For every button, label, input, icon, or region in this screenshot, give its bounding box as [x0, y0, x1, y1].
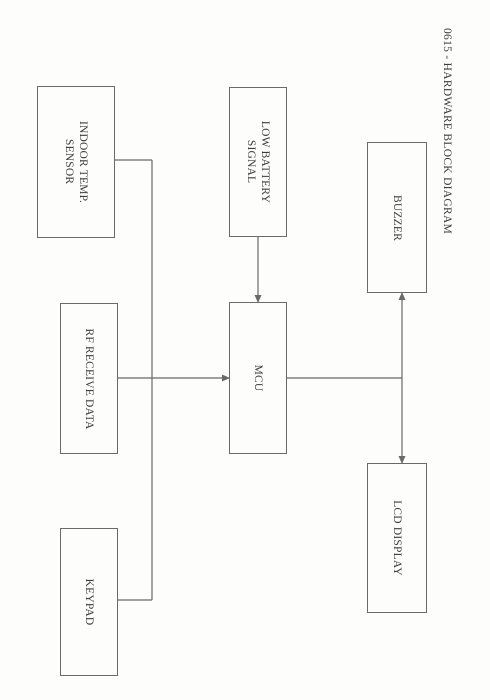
rf-receive-data-label: RF RECEIVE DATA [83, 327, 95, 430]
keypad-label: KEYPAD [83, 578, 95, 626]
indoor-temp-sensor-block: INDOOR TEMP. SENSOR [37, 86, 115, 238]
low-battery-signal-block: LOW BATTERY SIGNAL [229, 87, 287, 237]
indoor-temp-sensor-label: INDOOR TEMP. SENSOR [63, 120, 89, 204]
rf-receive-data-block: RF RECEIVE DATA [60, 303, 118, 454]
buzzer-label: BUZZER [391, 194, 403, 241]
low-battery-signal-label: LOW BATTERY SIGNAL [245, 120, 271, 204]
lcd-display-block: LCD DISPLAY [367, 463, 427, 613]
mcu-label: MCU [252, 364, 264, 392]
lcd-display-label: LCD DISPLAY [391, 500, 403, 576]
mcu-block: MCU [229, 302, 287, 454]
diagram-title: 0615 - HARDWARE BLOCK DIAGRAM [441, 28, 453, 235]
keypad-block: KEYPAD [60, 528, 118, 676]
buzzer-block: BUZZER [367, 142, 427, 293]
